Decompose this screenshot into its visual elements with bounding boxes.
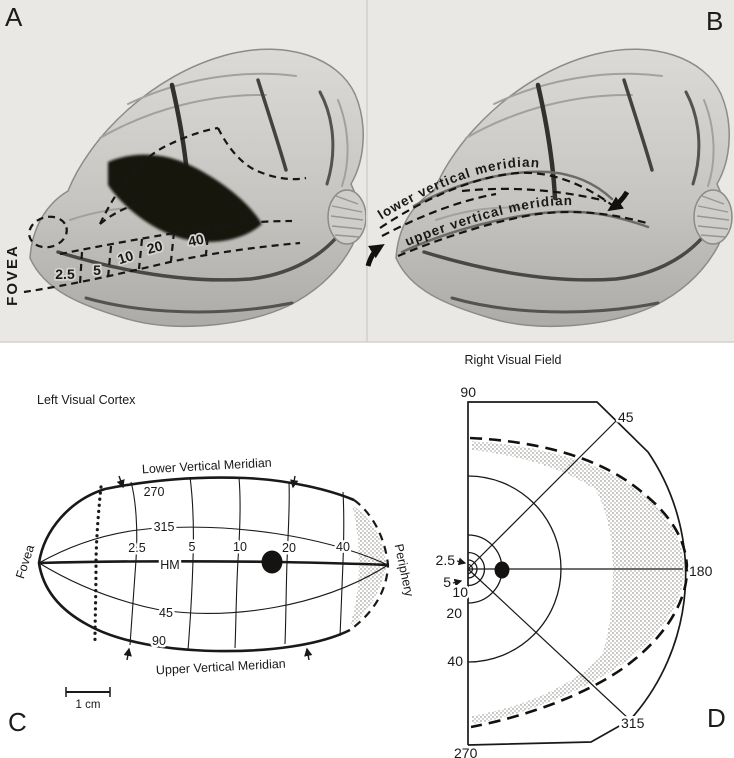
ecc-label-c-2.5: 2.5: [128, 541, 145, 555]
v1-border-dashed-a: [23, 126, 307, 294]
scale-bar: [65, 687, 111, 697]
field-dashed-limit-d: [469, 436, 689, 729]
ecc-label-d-5: 5: [443, 574, 451, 590]
isopolar-lines-c: [38, 526, 389, 614]
fovea-label-a: FOVEA: [4, 244, 21, 306]
periphery-label-c: Periphery: [392, 543, 417, 599]
ecc-label-a-2.5: 2.5: [55, 266, 75, 282]
panel-c-letter: C: [8, 707, 27, 737]
v1-map-boundary: [37, 476, 355, 653]
meridian-dashed-b: [379, 171, 651, 258]
ecc-label-d-10: 10: [452, 584, 468, 600]
black-spot-d: [494, 561, 510, 579]
ecc-label-d-20: 20: [446, 605, 462, 621]
ecc-label-c-10: 10: [233, 540, 247, 554]
angle-label-45-d: 45: [618, 409, 634, 425]
ecc-label-d-2.5: 2.5: [436, 552, 456, 568]
black-spot-c: [261, 550, 283, 574]
angle-label-90-d: 90: [460, 384, 476, 400]
brain-gyri-b: [435, 72, 715, 221]
panel-a-letter: A: [5, 2, 23, 32]
panel-c: Left Visual Cortex: [8, 393, 416, 737]
ecc-label-c-20: 20: [282, 541, 296, 555]
panel-a: 2.5 5 10 20 40 FOVEA A: [0, 0, 367, 342]
angle-label-315-c: 315: [154, 520, 175, 534]
scale-bar-label: 1 cm: [76, 699, 101, 711]
ecc-label-c-40: 40: [336, 540, 350, 554]
fovea-label-c: Fovea: [13, 543, 37, 580]
angle-label-45-c: 45: [159, 606, 173, 620]
panel-b-letter: B: [706, 6, 723, 36]
cerebellum-b: [693, 189, 733, 245]
ecc-label-a-20: 20: [145, 237, 164, 257]
panel-c-title: Left Visual Cortex: [37, 393, 136, 407]
periphery-stipple-d: [472, 441, 684, 724]
foveal-dotted-line: [93, 485, 103, 642]
ecc-label-a-5: 5: [93, 262, 101, 278]
border-tick-arrows-c: [116, 475, 313, 661]
angle-label-315-d: 315: [621, 715, 645, 731]
angle-labels-d: 90 45 180 315 270: [452, 382, 716, 758]
border-arrow-left: [365, 244, 385, 267]
angle-label-180-d: 180: [689, 563, 713, 579]
angle-label-270-c: 270: [144, 485, 165, 499]
periphery-stipple-c: [350, 505, 386, 627]
cerebellum-a: [327, 189, 367, 245]
panel-d-letter: D: [707, 703, 726, 733]
isoeccentricity-lines-c: [129, 476, 345, 651]
panel-b: lower vertical meridian upper vertical m…: [365, 0, 734, 342]
eccentricity-labels-c: 2.5 5 10 20 40: [126, 538, 353, 558]
lower-vertical-meridian-label-c: Lower Vertical Meridian: [142, 456, 273, 477]
upper-vertical-meridian-label-c: Upper Vertical Meridian: [156, 657, 287, 678]
ecc-label-c-5: 5: [189, 540, 196, 554]
eccentricity-labels-a: 2.5 5 10 20 40: [54, 229, 208, 284]
border-arrow-right: [607, 190, 630, 212]
angle-label-270-d: 270: [454, 745, 478, 758]
ecc-label-a-10: 10: [116, 247, 136, 267]
calcarine-shadow: [108, 154, 262, 242]
angle-label-90-c: 90: [152, 634, 166, 648]
panel-d: Right Visual Field 2.5 5: [433, 353, 726, 758]
eccentricity-labels-d: 2.5 5 10 20 40: [433, 550, 471, 672]
panel-d-title: Right Visual Field: [464, 353, 561, 367]
ecc-label-d-40: 40: [447, 653, 463, 669]
ecc-label-a-40: 40: [187, 231, 206, 250]
hm-label: HM: [160, 558, 179, 572]
